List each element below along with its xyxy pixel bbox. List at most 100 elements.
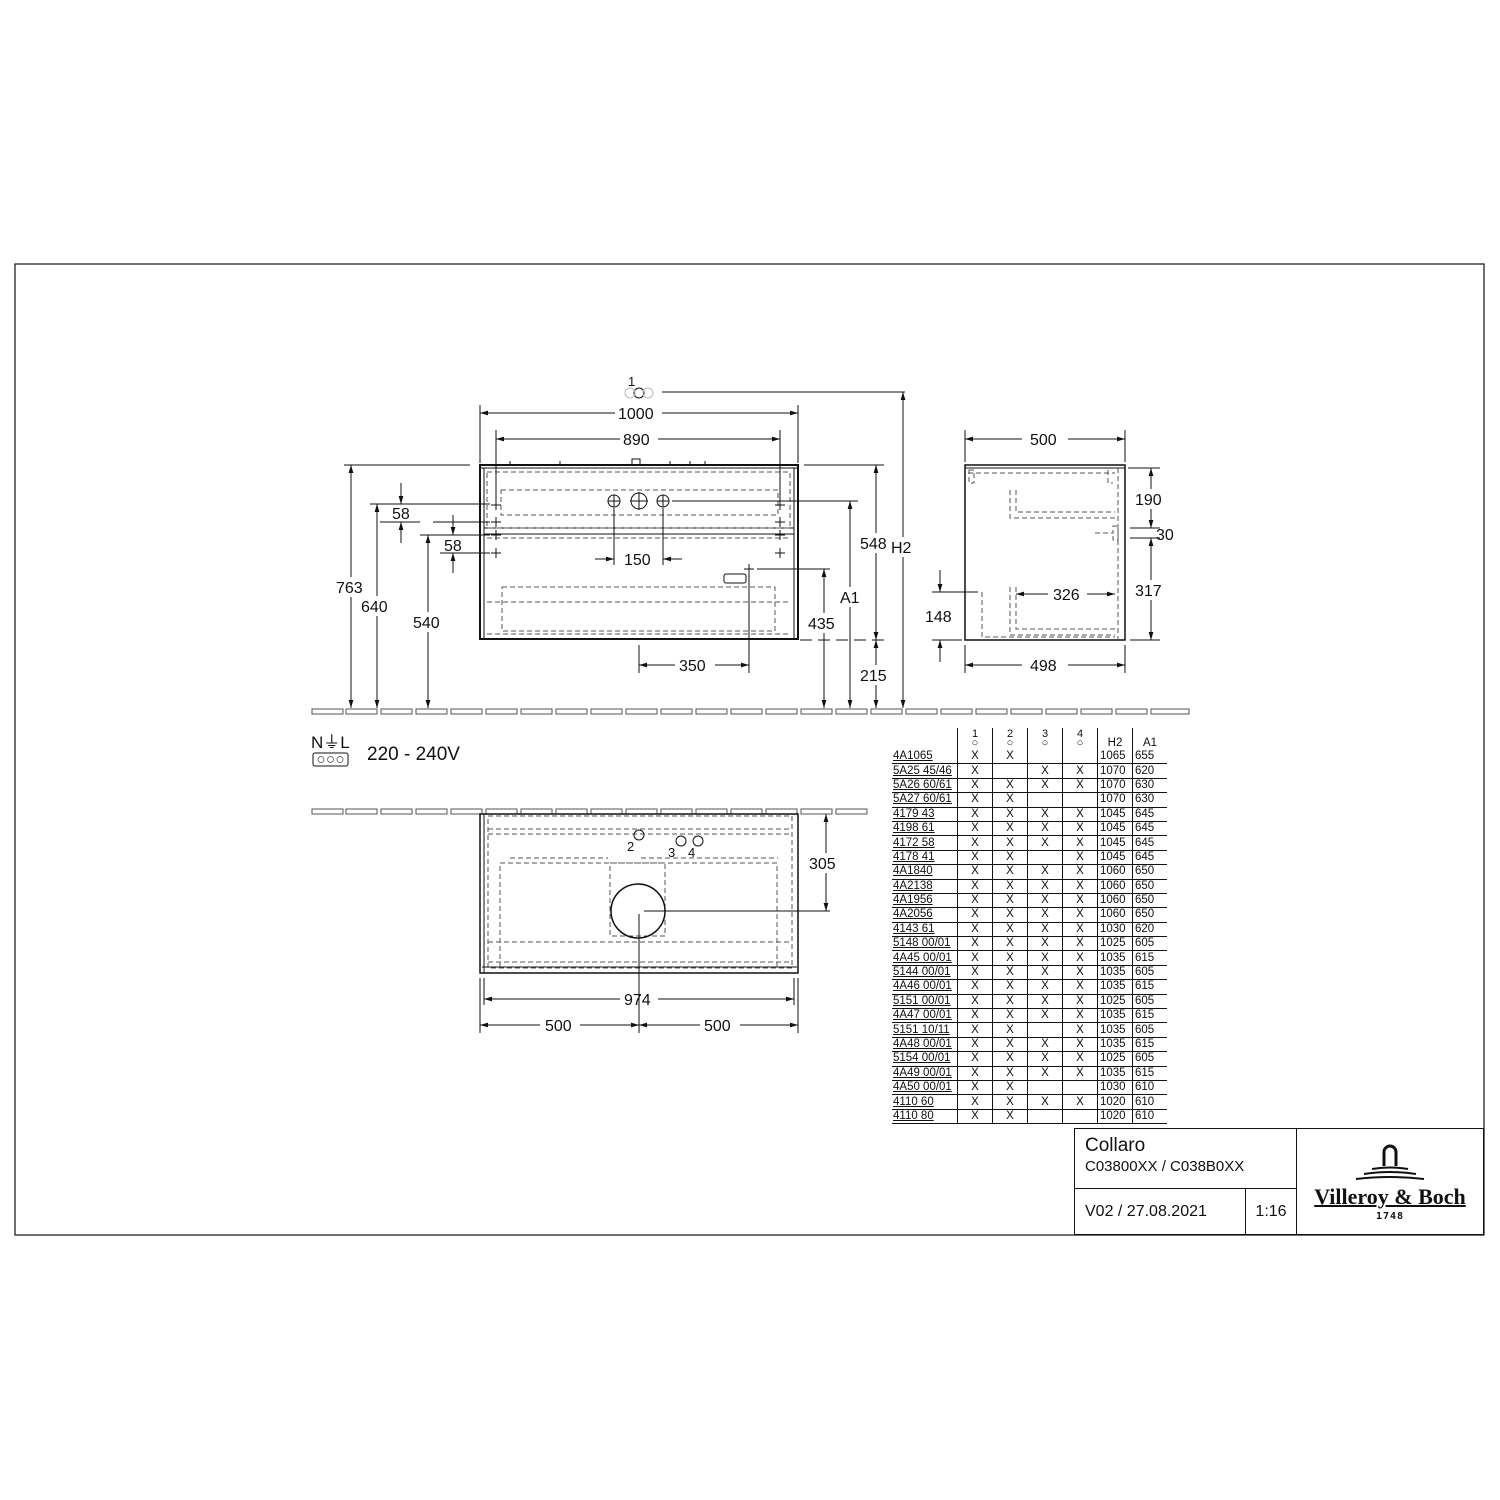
electrical-spec: N⏚L 220 - 240V (311, 733, 460, 767)
connection-1-icon (633, 387, 645, 399)
cell-a1: 615 (1132, 1066, 1167, 1081)
cell-conn-4: X (1062, 763, 1098, 779)
cell-conn-4: X (1062, 922, 1098, 938)
cell-a1: 645 (1132, 807, 1167, 822)
label-h2: H2 (891, 540, 912, 557)
row-code: 4A49 00/01 (892, 1066, 958, 1081)
cell-conn-3 (1027, 1109, 1063, 1125)
cell-a1: 650 (1132, 893, 1167, 909)
cell-a1: 650 (1132, 879, 1167, 894)
dim-548: 548 (860, 536, 887, 553)
cell-conn-1: X (957, 763, 993, 779)
cell-conn-2: X (992, 807, 1028, 822)
cell-conn-2: X (992, 922, 1028, 938)
row-code: 4A48 00/01 (892, 1037, 958, 1053)
cell-conn-3: X (1027, 950, 1063, 966)
cell-conn-2: X (992, 1037, 1028, 1053)
cell-conn-2: X (992, 1094, 1028, 1110)
cell-a1: 655 (1132, 750, 1167, 765)
cell-h2: 1035 (1097, 1037, 1133, 1053)
dim-974: 974 (624, 992, 651, 1009)
cell-conn-1: X (957, 965, 993, 981)
cell-conn-3 (1027, 1022, 1063, 1038)
cell-conn-1: X (957, 850, 993, 866)
row-code: 4A2138 (892, 879, 958, 894)
cell-conn-4: X (1062, 965, 1098, 981)
cell-conn-1: X (957, 979, 993, 995)
row-code: 4178 41 (892, 850, 958, 866)
cell-h2: 1060 (1097, 907, 1133, 923)
cell-conn-4 (1062, 750, 1098, 765)
cell-a1: 605 (1132, 994, 1167, 1010)
front-view: 1 1000 890 150 350 763 640 (311, 374, 1190, 715)
cell-conn-2: X (992, 1066, 1028, 1081)
row-code: 4A50 00/01 (892, 1080, 958, 1096)
cell-a1: 650 (1132, 864, 1167, 880)
dim-side-498: 498 (1030, 658, 1057, 675)
brand-year: 1748 (1375, 1210, 1405, 1222)
cell-a1: 620 (1132, 922, 1167, 938)
row-code: 4A46 00/01 (892, 979, 958, 995)
cell-conn-2: X (992, 835, 1028, 851)
header-conn-2: 2○ (992, 728, 1028, 750)
cell-conn-3: X (1027, 763, 1063, 779)
dim-435: 435 (808, 616, 835, 633)
cell-conn-4: X (1062, 979, 1098, 995)
cell-h2: 1025 (1097, 994, 1133, 1010)
cell-conn-2: X (992, 792, 1028, 808)
title-block-info: Collaro C03800XX / C038B0XX V02 / 27.08.… (1075, 1129, 1297, 1234)
cell-h2: 1045 (1097, 835, 1133, 851)
dim-30: 30 (1156, 527, 1174, 544)
fountain-logo-icon (1355, 1144, 1425, 1180)
cell-conn-3: X (1027, 965, 1063, 981)
cell-a1: 610 (1132, 1109, 1167, 1125)
cell-conn-2: X (992, 821, 1028, 837)
cell-conn-4: X (1062, 936, 1098, 952)
cell-conn-2: X (992, 778, 1028, 794)
cell-conn-3: X (1027, 1066, 1063, 1081)
product-name: Collaro (1085, 1135, 1146, 1156)
cell-a1: 610 (1132, 1080, 1167, 1096)
cell-conn-1: X (957, 1008, 993, 1024)
cell-conn-4 (1062, 1080, 1098, 1096)
row-code: 5148 00/01 (892, 936, 958, 952)
cell-conn-2: X (992, 850, 1028, 866)
connection-2-icon (633, 829, 645, 841)
label-a1: A1 (840, 590, 860, 607)
cell-conn-3: X (1027, 835, 1063, 851)
cell-conn-3: X (1027, 1037, 1063, 1053)
cell-a1: 645 (1132, 850, 1167, 866)
cell-conn-1: X (957, 936, 993, 952)
dim-317: 317 (1135, 583, 1162, 600)
row-code: 4A1956 (892, 893, 958, 909)
row-code: 4A47 00/01 (892, 1008, 958, 1024)
version-date: V02 / 27.08.2021 (1075, 1189, 1246, 1234)
cell-a1: 605 (1132, 1051, 1167, 1067)
row-code: 4A1840 (892, 864, 958, 880)
cell-h2: 1070 (1097, 792, 1133, 808)
cell-a1: 605 (1132, 936, 1167, 952)
cell-conn-3: X (1027, 864, 1063, 880)
cell-h2: 1045 (1097, 807, 1133, 822)
terminal-label: N⏚L (311, 733, 350, 752)
cell-conn-2 (992, 763, 1028, 779)
row-code: 5144 00/01 (892, 965, 958, 981)
header-conn-3: 3○ (1027, 728, 1063, 750)
cell-conn-2: X (992, 1109, 1028, 1125)
cell-a1: 650 (1132, 907, 1167, 923)
cell-h2: 1065 (1097, 750, 1133, 765)
dim-326: 326 (1053, 587, 1080, 604)
cell-h2: 1025 (1097, 936, 1133, 952)
cell-conn-1: X (957, 1066, 993, 1081)
